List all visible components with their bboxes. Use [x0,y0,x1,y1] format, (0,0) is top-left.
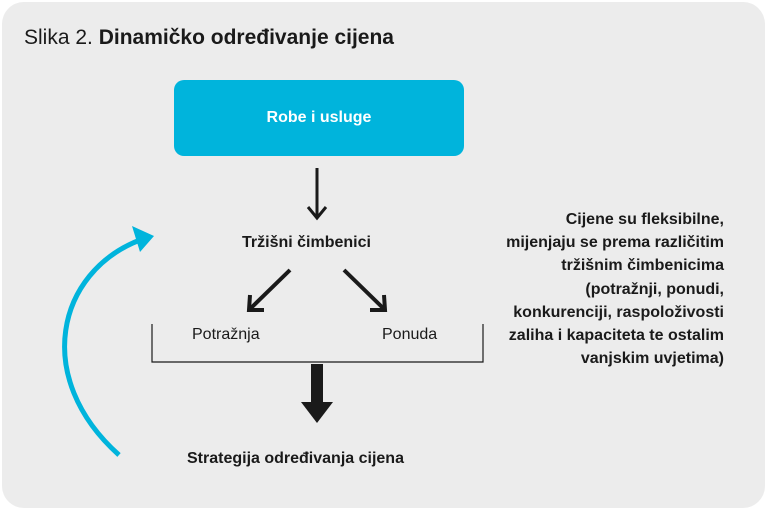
market-factors-label: Tržišni čimbenici [242,234,371,251]
demand-label: Potražnja [192,326,260,343]
arrow-goods-to-factors [306,168,328,221]
feedback-loop-arrow [62,226,154,457]
arrow-factors-to-demand [246,268,292,312]
arrow-to-strategy [301,364,333,423]
explanatory-note: Cijene su fleksibilne, mijenjaju se prem… [506,211,724,368]
supply-label: Ponuda [382,326,438,343]
arrow-factors-to-supply [342,268,388,312]
caption-prefix: Slika 2. [24,26,93,49]
figure-caption: Slika 2. Dinamičko određivanje cijena [24,26,394,50]
goods-and-services-label: Robe i usluge [266,109,372,126]
goods-and-services-box: Robe i usluge [174,80,464,156]
grouping-bracket [151,324,484,363]
caption-title: Dinamičko određivanje cijena [98,26,394,49]
pricing-strategy-label: Strategija određivanja cijena [187,450,404,467]
